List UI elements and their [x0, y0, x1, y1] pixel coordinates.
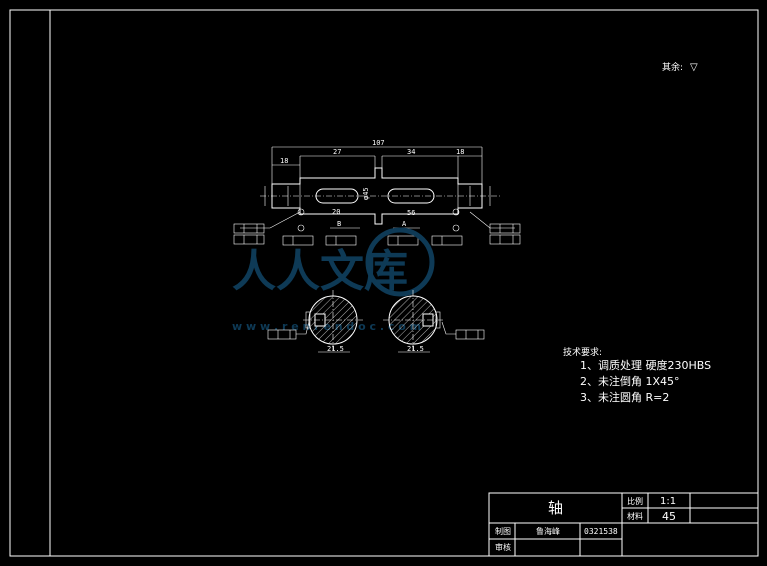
- tech-req-item-1: 1、调质处理 硬度230HBS: [580, 358, 711, 372]
- shaft-outline-bottom: [271, 202, 483, 225]
- watermark-text: 人人文库: [232, 246, 408, 297]
- section-view-left: 21.5: [267, 290, 363, 353]
- datum-a-label: A: [402, 220, 407, 228]
- scale-value: 1:1: [660, 496, 676, 507]
- dim-total-length: 107: [372, 139, 385, 147]
- scale-label: 比例: [627, 496, 643, 506]
- dim-keyway-left: 20: [332, 208, 340, 216]
- leader-line: [469, 211, 515, 229]
- material-label: 材料: [627, 511, 643, 521]
- watermark-ring: [365, 227, 435, 297]
- dim-keyway-right: 56: [407, 209, 415, 217]
- tolerance-frame-right-bottom: [489, 234, 521, 245]
- tech-req-title: 技术要求:: [563, 346, 602, 358]
- roughness-label: 其余:: [662, 61, 683, 73]
- tolerance-frame-mid-d: [431, 235, 463, 246]
- inner-border: [49, 9, 759, 557]
- keyway-right: [387, 188, 435, 204]
- roughness-symbol-icon: ▽: [690, 62, 698, 73]
- datum-circle: [452, 208, 460, 216]
- tech-req-item-3: 3、未注圆角 R=2: [580, 390, 669, 404]
- datum-circle: [297, 208, 305, 216]
- tolerance-frame-right-top: [489, 223, 521, 234]
- leader-line: [296, 321, 310, 335]
- dim-seg-right: 18: [456, 148, 464, 156]
- datum-circle: [452, 224, 460, 232]
- student-id: 0321538: [584, 527, 618, 536]
- tolerance-frame-left-top: [233, 223, 265, 234]
- section-tolerance-right: [455, 329, 485, 340]
- section-dim-right: 21.5: [407, 345, 424, 353]
- leader-line: [441, 321, 456, 335]
- keyway-left: [315, 188, 359, 204]
- dim-end-left: 18: [280, 157, 288, 165]
- section-marker: [435, 311, 441, 329]
- shaft-main-view: 107 27 34 18 18 20 56 φ45 B A: [233, 139, 521, 246]
- part-name: 轴: [548, 499, 563, 517]
- leader-line: [240, 211, 301, 229]
- surface-roughness-note: 其余: ▽: [662, 61, 698, 73]
- tolerance-frame-left-bottom: [233, 234, 265, 245]
- tolerance-frame-mid-c: [387, 235, 419, 246]
- title-block: 轴 比例 1:1 材料 45 制图 鲁海峰 0321538 审核: [488, 492, 759, 557]
- tolerance-frame-mid-b: [325, 235, 357, 246]
- section-view-right: 21.5: [383, 290, 485, 353]
- dim-seg-left: 27: [333, 148, 341, 156]
- checked-label: 审核: [495, 542, 511, 552]
- material-value: 45: [662, 510, 676, 523]
- title-block-frame: [488, 492, 759, 557]
- section-marker: [305, 311, 311, 329]
- dim-diameter-mid: φ45: [362, 187, 370, 200]
- designer-name: 鲁海峰: [536, 526, 560, 536]
- drawn-label: 制图: [495, 526, 511, 536]
- section-tolerance-left: [267, 329, 297, 340]
- datum-circle: [297, 224, 305, 232]
- shaft-outline-top: [271, 167, 483, 190]
- datum-b-label: B: [337, 220, 341, 228]
- tolerance-frame-mid-a: [282, 235, 314, 246]
- dim-seg-mid: 34: [407, 148, 415, 156]
- section-dim-left: 21.5: [327, 345, 344, 353]
- tech-req-item-2: 2、未注倒角 1X45°: [580, 374, 680, 388]
- technical-requirements: 技术要求: 1、调质处理 硬度230HBS 2、未注倒角 1X45° 3、未注圆…: [563, 346, 711, 404]
